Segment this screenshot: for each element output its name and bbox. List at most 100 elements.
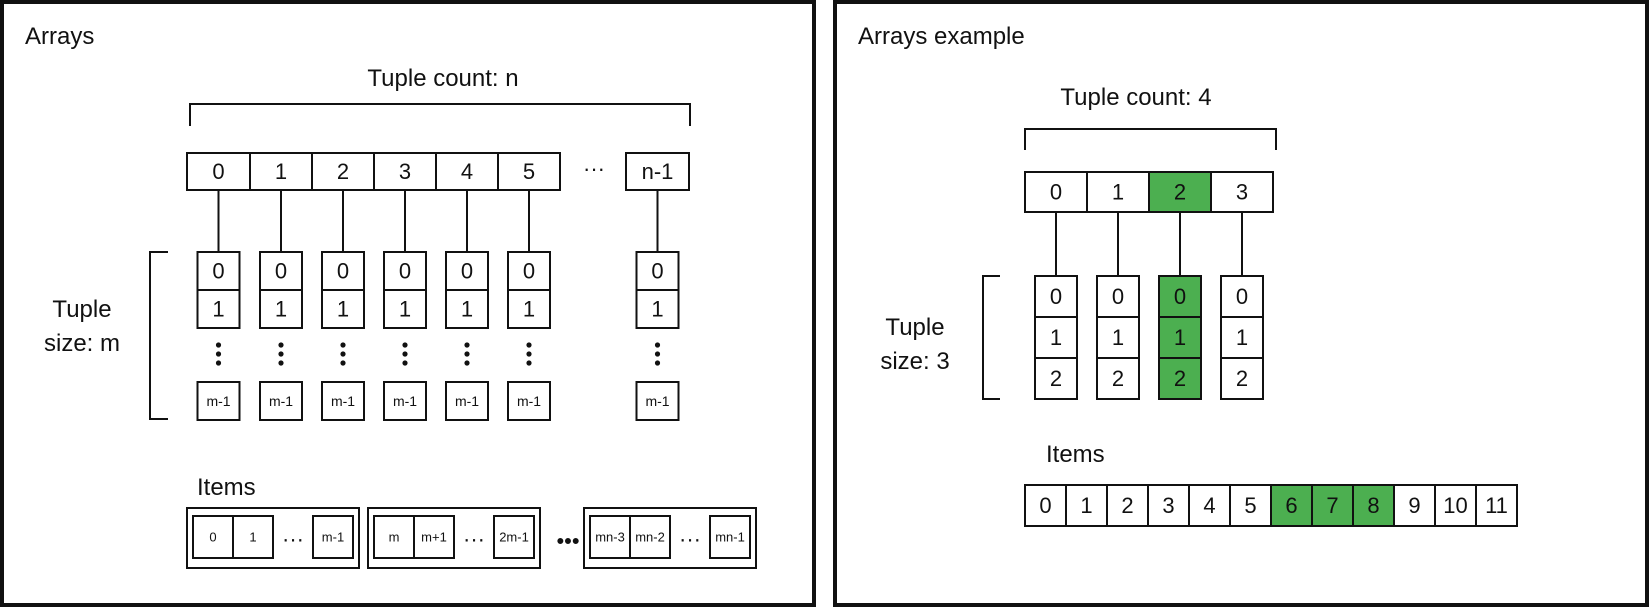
- left-column-4-cell-1: 1: [445, 289, 489, 329]
- right-column-2-cell-0-label: 0: [1174, 284, 1186, 309]
- right-tuple-index-2-label: 2: [1174, 180, 1186, 205]
- left-column-1-cell-1: 1: [259, 289, 303, 329]
- left-column-6-dots-dot-1: [654, 351, 661, 357]
- left-column-6-cell-last-label: m-1: [645, 393, 669, 409]
- right-item-2: 2: [1106, 484, 1149, 527]
- left-column-3-cell-1-label: 1: [399, 297, 411, 322]
- left-item-group-2-cell-2-box: [709, 515, 751, 559]
- left-column-4-dots-dot-2: [464, 360, 470, 366]
- right-column-3-cell-1-label: 1: [1236, 325, 1248, 350]
- right-column-1-cell-2-box: [1096, 357, 1140, 400]
- left-column-4-cell-0: 0: [445, 251, 489, 291]
- right-item-4: 4: [1188, 484, 1231, 527]
- left-column-2-dots-dot-0: [340, 342, 346, 348]
- left-column-1-cell-1-box: [259, 289, 303, 329]
- left-column-2-cell-0: 0: [321, 251, 365, 291]
- left-column-6-cell-last: m-1: [635, 381, 680, 421]
- left-column-5-dots-dot-1: [526, 351, 532, 357]
- right-item-7: 7: [1311, 484, 1354, 527]
- left-tuple-column-0: 01m-1: [196, 251, 241, 421]
- left-column-0-cell-1-box: [196, 289, 241, 329]
- right-tuple-index-3-label: 3: [1236, 180, 1248, 205]
- right-item-6: 6: [1270, 484, 1313, 527]
- left-column-5-dots: [526, 342, 532, 366]
- left-tuple-column-2: 0 1 m-1: [321, 251, 365, 421]
- left-item-group-1-cell-1: m+1: [413, 515, 455, 559]
- left-tuple-index-6: n-1: [625, 152, 690, 191]
- right-column-2-cell-1-label: 1: [1174, 325, 1186, 350]
- left-item-group-1-cell-1-box: [413, 515, 455, 559]
- left-column-6-dots: [654, 342, 661, 366]
- right-item-10-label: 10: [1443, 493, 1467, 518]
- right-tuple-size-bracket: [982, 275, 1000, 400]
- left-item-group-1-cell-2-box: [493, 515, 535, 559]
- left-column-1-cell-1-label: 1: [275, 297, 287, 322]
- left-tuple-index-3-label: 3: [399, 159, 411, 184]
- right-column-2-cell-0: 0: [1158, 275, 1202, 318]
- left-column-5-cell-1-box: [507, 289, 551, 329]
- right-column-1-cell-0-label: 0: [1112, 284, 1124, 309]
- right-tuple-index-0: 0: [1024, 171, 1088, 213]
- left-column-1-cell-last-label: m-1: [269, 393, 293, 409]
- left-item-group-1-frame: [367, 507, 541, 569]
- left-column-5-dots-dot-0: [526, 342, 532, 348]
- right-tuple-index-2-box: [1148, 171, 1212, 213]
- left-column-4-cell-0-label: 0: [461, 259, 473, 284]
- left-item-group-1-cell-2: 2m-1: [493, 515, 535, 559]
- left-column-1-dots-dot-0: [278, 342, 284, 348]
- left-column-2-cell-1-label: 1: [337, 297, 349, 322]
- left-column-0-cell-1: 1: [196, 289, 241, 329]
- right-column-1-cell-1-label: 1: [1112, 325, 1124, 350]
- left-column-3-cell-0-label: 0: [399, 259, 411, 284]
- left-column-0-dots-dot-0: [215, 342, 222, 348]
- right-tuple-index-2: 2: [1148, 171, 1212, 213]
- left-tuple-count-label: Tuple count: n: [367, 65, 518, 92]
- right-item-5-label: 5: [1244, 493, 1256, 518]
- right-item-8-box: [1352, 484, 1395, 527]
- right-column-3-cell-1: 1: [1220, 316, 1264, 359]
- left-panel-title: Arrays: [25, 23, 94, 50]
- right-tuple-column-3: 012: [1220, 275, 1264, 400]
- left-item-group-0-cell-2-box: [312, 515, 354, 559]
- left-column-4-cell-1-box: [445, 289, 489, 329]
- left-column-2-cell-last: m-1: [321, 381, 365, 421]
- right-tuple-column-2: 0 1 2: [1158, 275, 1202, 400]
- right-tuple-index-0-label: 0: [1050, 180, 1062, 205]
- right-item-3-label: 3: [1162, 493, 1174, 518]
- left-tuple-index-1-label: 1: [275, 159, 287, 184]
- right-column-1-cell-0: 0: [1096, 275, 1140, 318]
- left-item-group-2-cell-2-label: mn-1: [715, 530, 745, 545]
- left-tuple-index-2-label: 2: [337, 159, 349, 184]
- right-column-3-cell-2-box: [1220, 357, 1264, 400]
- left-item-group-0-frame: [186, 507, 360, 569]
- right-tuple-index-1-label: 1: [1112, 180, 1124, 205]
- right-items-label: Items: [1046, 441, 1105, 468]
- left-column-1-dots-dot-2: [278, 360, 284, 366]
- left-connectors: [217, 190, 659, 252]
- left-top-ellipsis: ···: [583, 156, 605, 181]
- right-column-0-cell-1-label: 1: [1050, 325, 1062, 350]
- right-item-8: 8: [1352, 484, 1395, 527]
- left-column-5-cell-1-label: 1: [523, 297, 535, 322]
- left-tuple-column-6: 01m-1: [635, 251, 680, 421]
- left-column-6-dots-dot-0: [654, 342, 661, 348]
- right-panel-frame: [833, 0, 1649, 607]
- left-column-5-cell-0-label: 0: [523, 259, 535, 284]
- left-item-group-2-cell-1: mn-2: [629, 515, 671, 559]
- right-tuple-count-bracket: [1024, 128, 1277, 150]
- left-tuple-size-bracket: [149, 251, 168, 420]
- left-item-group-1-cell-0-label: m: [389, 530, 400, 545]
- right-column-2-cell-2: 2: [1158, 357, 1202, 400]
- right-item-11: 11: [1475, 484, 1518, 527]
- left-tuple-column-5: 01m-1: [507, 251, 551, 421]
- left-column-3-cell-last-label: m-1: [393, 393, 417, 409]
- left-column-0-dots-dot-2: [215, 360, 222, 366]
- left-item-group-2-cell-0: mn-3: [589, 515, 631, 559]
- right-column-3-cell-2-label: 2: [1236, 366, 1248, 391]
- right-item-0: 0: [1024, 484, 1067, 527]
- left-items-label: Items: [197, 474, 256, 501]
